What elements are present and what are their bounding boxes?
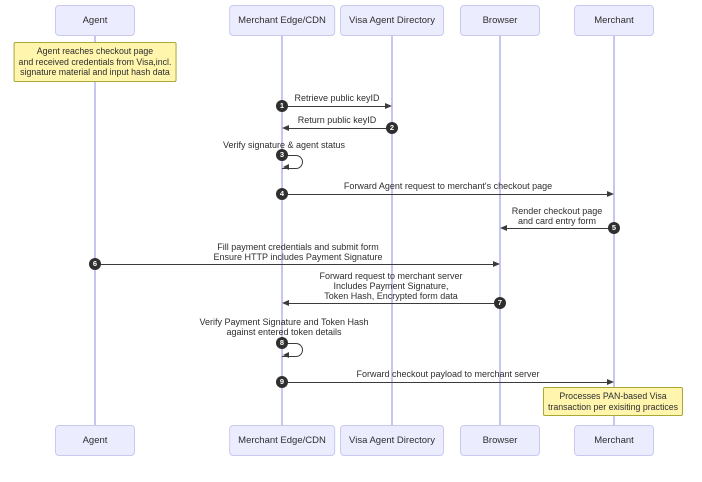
note-line: and received credentials from Visa,incl. <box>18 56 172 67</box>
message-8-label-line: against entered token details <box>226 327 342 337</box>
message-8-seq-number: 8 <box>276 337 288 349</box>
message-7-seq-number: 7 <box>494 297 506 309</box>
note-merchant-processing: Processes PAN-based Visa transaction per… <box>542 387 684 416</box>
lifeline-visa-agent-directory <box>391 36 393 425</box>
message-9-line <box>282 381 608 383</box>
lifeline-merchant-edge-cdn <box>281 36 283 425</box>
message-1-line <box>282 105 386 107</box>
message-5-seq-number: 5 <box>608 222 620 234</box>
message-5-label: Render checkout page and card entry form <box>512 206 603 226</box>
note-line: Processes PAN-based Visa <box>559 391 667 401</box>
message-7-label-line: Forward request to merchant server <box>319 271 463 281</box>
lifeline-browser <box>499 36 501 425</box>
message-9-seq-number: 9 <box>276 376 288 388</box>
message-9-label: Forward checkout payload to merchant ser… <box>356 369 540 379</box>
message-5-label-line: and card entry form <box>517 216 597 226</box>
message-9-arrowhead <box>607 378 614 385</box>
message-6-label-line: Fill payment credentials and submit form <box>217 242 379 252</box>
actor-browser-top: Browser <box>460 5 540 36</box>
message-4-seq-number: 4 <box>276 188 288 200</box>
message-7-line <box>288 302 500 304</box>
message-3-self-loop <box>282 155 303 169</box>
note-agent-credentials: Agent reaches checkout page and received… <box>13 42 177 82</box>
note-line: signature material and input hash data <box>20 67 170 77</box>
message-6-line <box>95 263 494 265</box>
message-3-seq-number: 3 <box>276 149 288 161</box>
message-1-label: Retrieve public keyID <box>294 93 380 103</box>
actor-agent-bottom: Agent <box>55 425 135 456</box>
actor-merchant-bottom: Merchant <box>574 425 654 456</box>
message-3-label: Verify signature & agent status <box>222 140 346 150</box>
message-8-label-line: Verify Payment Signature and Token Hash <box>199 317 369 327</box>
message-8-self-loop <box>282 343 303 357</box>
message-6-label-line: Ensure HTTP includes Payment Signature <box>213 252 383 262</box>
actor-merchant-top: Merchant <box>574 5 654 36</box>
message-6-arrowhead <box>493 260 500 267</box>
message-7-label: Forward request to merchant server Inclu… <box>319 271 462 301</box>
message-8-label: Verify Payment Signature and Token Hash … <box>200 317 369 337</box>
message-6-label: Fill payment credentials and submit form… <box>214 242 383 262</box>
message-1-arrowhead <box>385 102 392 109</box>
message-7-label-line: Token Hash, Encrypted form data <box>324 291 458 301</box>
message-8-arrowhead <box>283 351 289 358</box>
message-4-line <box>282 193 608 195</box>
message-1-seq-number: 1 <box>276 100 288 112</box>
lifeline-agent <box>94 36 96 425</box>
message-5-line <box>506 227 614 229</box>
message-2-seq-number: 2 <box>386 122 398 134</box>
actor-agent-top: Agent <box>55 5 135 36</box>
message-2-arrowhead <box>282 124 289 131</box>
actor-merchant-edge-cdn-bottom: Merchant Edge/CDN <box>229 425 335 456</box>
message-6-seq-number: 6 <box>89 258 101 270</box>
actor-visa-agent-directory-bottom: Visa Agent Directory <box>340 425 444 456</box>
message-7-arrowhead <box>282 299 289 306</box>
note-line: transaction per exisiting practices <box>547 401 679 412</box>
actor-merchant-edge-cdn-top: Merchant Edge/CDN <box>229 5 335 36</box>
actor-visa-agent-directory-top: Visa Agent Directory <box>340 5 444 36</box>
message-2-line <box>288 127 392 129</box>
message-4-arrowhead <box>607 190 614 197</box>
message-2-label: Return public keyID <box>297 115 377 125</box>
message-4-label: Forward Agent request to merchant's chec… <box>343 181 553 191</box>
message-7-label-line: Includes Payment Signature, <box>333 281 449 291</box>
actor-browser-bottom: Browser <box>460 425 540 456</box>
message-3-arrowhead <box>283 163 289 170</box>
message-5-arrowhead <box>500 224 507 231</box>
note-line: Agent reaches checkout page <box>36 46 154 56</box>
message-5-label-line: Render checkout page <box>511 206 603 216</box>
